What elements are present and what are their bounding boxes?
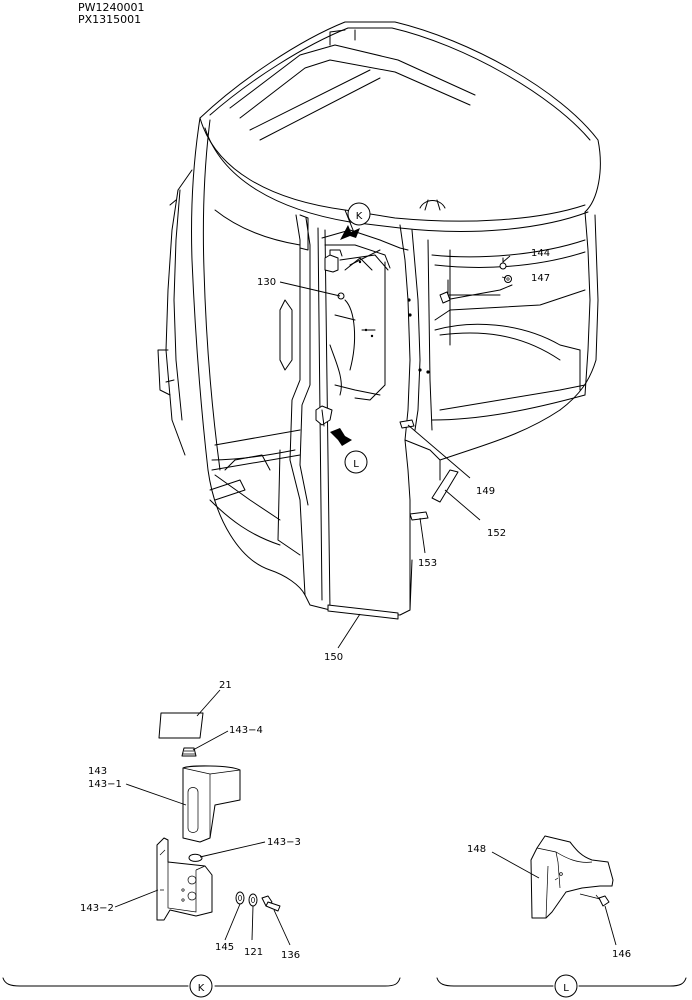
- detail-k-divider: K: [2, 974, 401, 998]
- svg-text:L: L: [563, 983, 569, 994]
- label-143-2: 143−2: [80, 903, 114, 914]
- svg-text:L: L: [353, 459, 359, 470]
- label-145: 145: [215, 942, 234, 953]
- svg-text:K: K: [356, 211, 363, 222]
- label-121: 121: [244, 947, 263, 958]
- detail-l-divider: L: [436, 974, 687, 998]
- label-143: 143: [88, 766, 107, 777]
- label-21: 21: [219, 680, 232, 691]
- label-143-1: 143−1: [88, 779, 122, 790]
- label-153: 153: [418, 558, 437, 569]
- callout-l-main: L: [330, 428, 368, 474]
- leader-lines-k: [114, 689, 291, 946]
- label-130: 130: [257, 277, 276, 288]
- leader-lines-main: [279, 255, 511, 649]
- detail-l-parts: [530, 835, 614, 919]
- label-143-4: 143−4: [229, 725, 263, 736]
- label-144: 144: [531, 248, 550, 259]
- label-150: 150: [324, 652, 343, 663]
- cab-frame: [157, 21, 601, 620]
- label-148: 148: [467, 844, 486, 855]
- label-136: 136: [281, 950, 300, 961]
- label-152: 152: [487, 528, 506, 539]
- label-146: 146: [612, 949, 631, 960]
- callout-k-main: K: [340, 202, 371, 240]
- label-149: 149: [476, 486, 495, 497]
- detail-k-parts: [156, 712, 281, 921]
- document-id-1: PW1240001: [78, 1, 145, 14]
- leader-lines-l: [491, 851, 617, 946]
- label-143-3: 143−3: [267, 837, 301, 848]
- document-id-2: PX1315001: [78, 13, 142, 26]
- label-147: 147: [531, 273, 550, 284]
- svg-text:K: K: [198, 983, 205, 994]
